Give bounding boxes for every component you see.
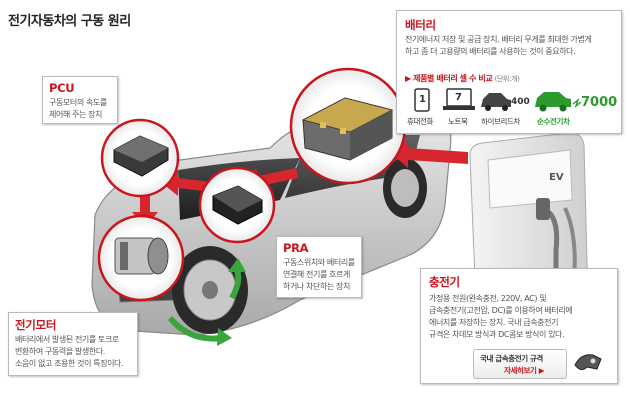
page-title: 전기자동차의 구동 원리 xyxy=(8,14,131,29)
charger-desc-line4: 규격은 차데모 방식과 DC콤보 방식이 있다. xyxy=(429,330,565,339)
pcu-desc-line2: 제어해 주는 장치 xyxy=(49,110,103,119)
pra-info-box: PRA 구동스위치와 배터리를 연결해 전기를 흐르게 하거나 차단하는 장치 xyxy=(276,236,362,298)
charger-desc-line1: 가정용 전원(완속충전, 220V, AC) 및 xyxy=(429,294,547,303)
pcu-circle xyxy=(100,118,180,198)
charger-info-box: 충전기 가정용 전원(완속충전, 220V, AC) 및 급속충전기(고전압, … xyxy=(420,268,618,384)
hybrid-car-icon xyxy=(481,93,511,111)
pra-desc-line1: 구동스위치와 배터리를 xyxy=(283,258,355,267)
wheel-rotation-arrows xyxy=(167,258,246,346)
laptop-count: 7 xyxy=(455,92,462,103)
pra-desc-line3: 하거나 차단하는 장치 xyxy=(283,282,350,291)
battery-desc-line2: 하고 좀 더 고용량의 배터리를 사용하는 것이 중요하다. xyxy=(405,47,576,56)
ev-count: 7000 xyxy=(581,95,618,110)
charger-desc-line2: 급속충전기(고전압, DC)를 이용하여 배터리에 xyxy=(429,306,573,315)
charger-desc-line3: 에너지를 저장하는 장치. 국내 급속충전기 xyxy=(429,318,559,327)
charger-plug-icon xyxy=(574,354,602,371)
battery-circle xyxy=(289,67,407,185)
battery-compare-unit: (단위:개) xyxy=(494,75,520,83)
pra-circle xyxy=(198,166,276,244)
motor-title: 전기모터 xyxy=(15,318,57,332)
phone-count: 1 xyxy=(419,94,426,105)
charger-standard-label: 국내 급속충전기 규격 xyxy=(480,354,543,363)
battery-desc-line1: 전기에너지 저장 및 공급 장치. 배터리 무게를 최대한 가볍게 xyxy=(405,35,592,44)
ev-car-icon xyxy=(535,92,582,112)
charger-standard-button[interactable]: 국내 급속충전기 규격 자세히보기 ▶ xyxy=(473,349,567,379)
phone-icon xyxy=(414,88,430,112)
motor-desc-line2: 변환하여 구동력을 발생한다. xyxy=(15,347,105,356)
pcu-title: PCU xyxy=(49,81,75,95)
station-ev-label: EV xyxy=(549,172,564,183)
hybrid-label: 하이브리드차 xyxy=(481,117,520,126)
pcu-info-box: PCU 구동모터의 속도를 제어해 주는 장치 xyxy=(42,76,118,124)
motor-desc-line1: 배터리에서 발생된 전기를 토크로 xyxy=(15,335,119,344)
pra-title: PRA xyxy=(283,241,309,255)
motor-desc-line3: 소음이 없고 조용한 것이 특징이다. xyxy=(15,359,124,368)
ev-label: 순수전기차 xyxy=(537,117,570,126)
charger-more-link[interactable]: 자세히보기 ▶ xyxy=(504,366,545,375)
battery-compare-icons xyxy=(414,88,582,112)
battery-title: 배터리 xyxy=(405,18,436,32)
battery-compare-title: ▶ 제품별 배터리 셀 수 비교 (단위:개) xyxy=(405,74,520,83)
charger-title: 충전기 xyxy=(429,275,460,289)
motor-circle xyxy=(97,214,185,302)
laptop-icon xyxy=(443,88,475,110)
battery-info-box: 배터리 전기에너지 저장 및 공급 장치. 배터리 무게를 최대한 가볍게 하고… xyxy=(396,10,622,134)
phone-label: 휴대전화 xyxy=(407,117,433,126)
charging-station xyxy=(469,132,589,306)
pra-desc-line2: 연결해 전기를 흐르게 xyxy=(283,270,350,279)
laptop-label: 노트북 xyxy=(448,117,468,126)
hybrid-count: 400 xyxy=(511,97,530,107)
pcu-desc-line1: 구동모터의 속도를 xyxy=(49,98,107,107)
motor-info-box: 전기모터 배터리에서 발생된 전기를 토크로 변환하여 구동력을 발생한다. 소… xyxy=(8,312,138,376)
